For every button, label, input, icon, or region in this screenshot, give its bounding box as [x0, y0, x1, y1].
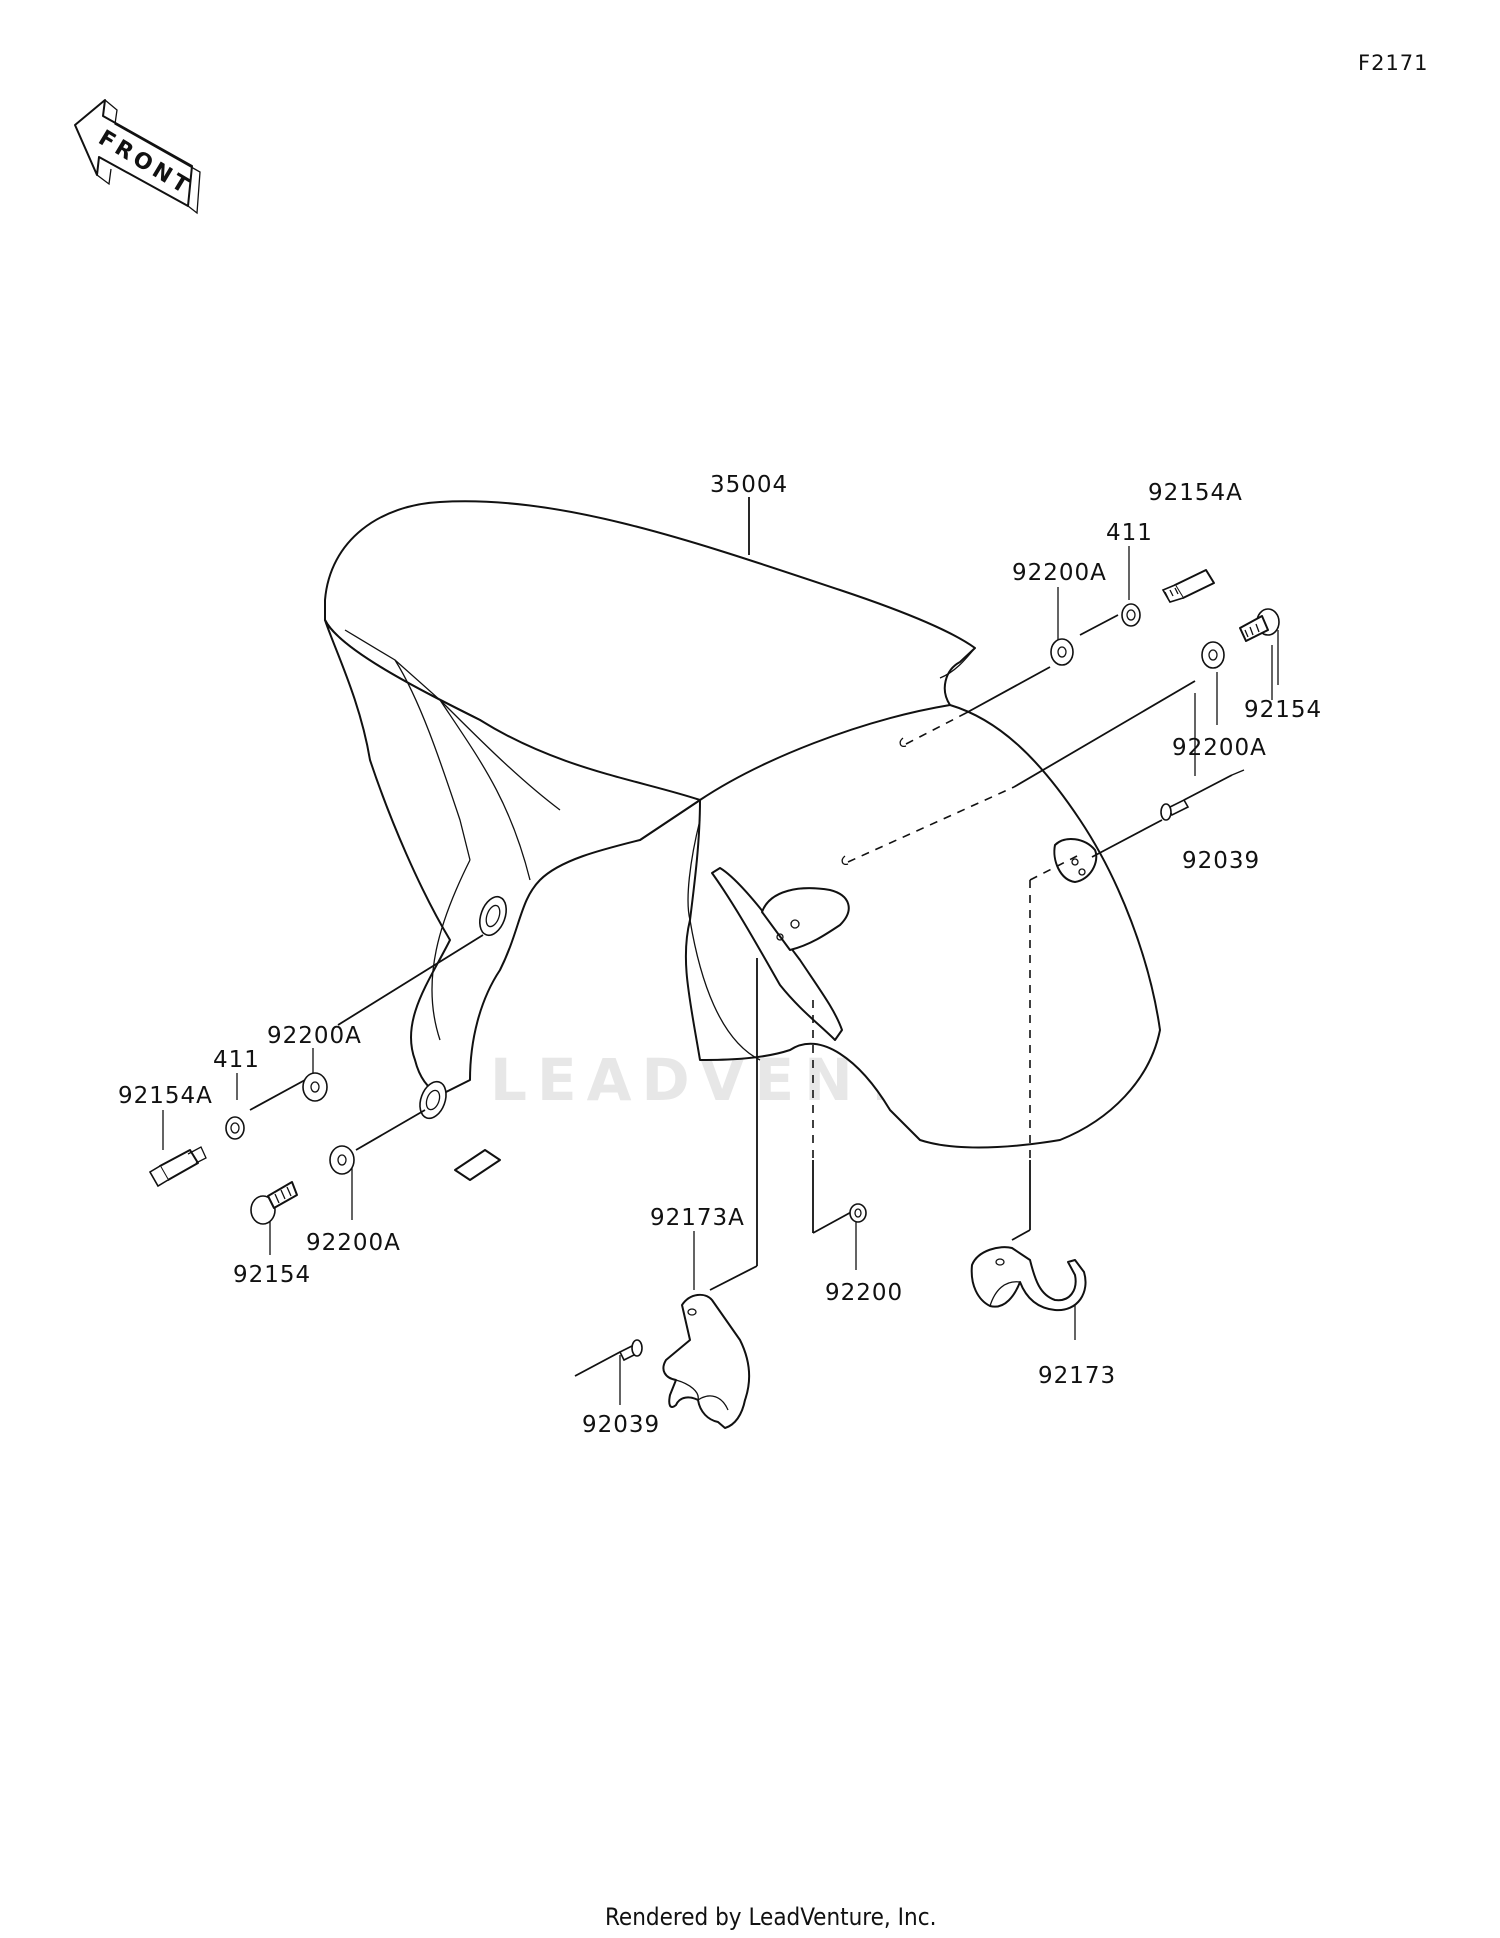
bolt-92154A-left-icon	[148, 1146, 207, 1188]
callout-clamp-left-a: 92173A	[650, 1205, 745, 1231]
callout-collar-left: 411	[213, 1047, 260, 1073]
clamp-92173-icon	[970, 1246, 1087, 1312]
callout-washer-top-right-a: 92200A	[1012, 560, 1107, 586]
washer-92200-center-icon	[849, 1203, 867, 1223]
callout-bolt-left-a: 92154A	[118, 1083, 213, 1109]
washer-92200A-left-lower-icon	[329, 1145, 355, 1175]
callout-washer-center: 92200	[825, 1280, 903, 1306]
front-arrow-icon: FRONT	[74, 99, 201, 215]
rivet-92039-right-icon	[1160, 769, 1245, 821]
callout-rivet-left: 92039	[582, 1412, 660, 1438]
callout-rivet-right: 92039	[1182, 848, 1260, 874]
callout-clamp-right: 92173	[1038, 1363, 1116, 1389]
washer-92200A-right-icon	[1050, 638, 1074, 666]
bolt-92154A-right-icon	[1161, 569, 1215, 603]
front-fender-35004	[324, 500, 1161, 1181]
callout-bolt-top-right-a: 92154A	[1148, 480, 1243, 506]
callout-washer-right-lower-a: 92200A	[1172, 735, 1267, 761]
leader-lines	[162, 497, 1279, 1405]
washer-92200A-right-lower-icon	[1201, 641, 1225, 669]
collar-411-right-icon	[1121, 603, 1141, 627]
callout-washer-left-lower-a: 92200A	[306, 1230, 401, 1256]
callout-labels: 35004 92154A 411 92200A 92154 92200A 920…	[118, 472, 1322, 1438]
callout-bolt-top-right: 92154	[1244, 697, 1322, 723]
diagram-ref-code: F2171	[1358, 51, 1429, 75]
bolt-92154-left-icon	[250, 1181, 298, 1225]
footer-credit: Rendered by LeadVenture, Inc.	[605, 1903, 936, 1931]
callout-collar-top-right: 411	[1106, 520, 1153, 546]
callout-washer-left-a: 92200A	[267, 1023, 362, 1049]
callout-fender: 35004	[710, 472, 788, 498]
clamp-92173A-icon	[662, 1293, 751, 1429]
collar-411-left-icon	[225, 1116, 245, 1140]
rivet-92039-left-icon	[574, 1339, 643, 1377]
washer-92200A-left-icon	[302, 1072, 328, 1102]
callout-bolt-left: 92154	[233, 1262, 311, 1288]
bolt-92154-right-icon	[1239, 608, 1280, 642]
